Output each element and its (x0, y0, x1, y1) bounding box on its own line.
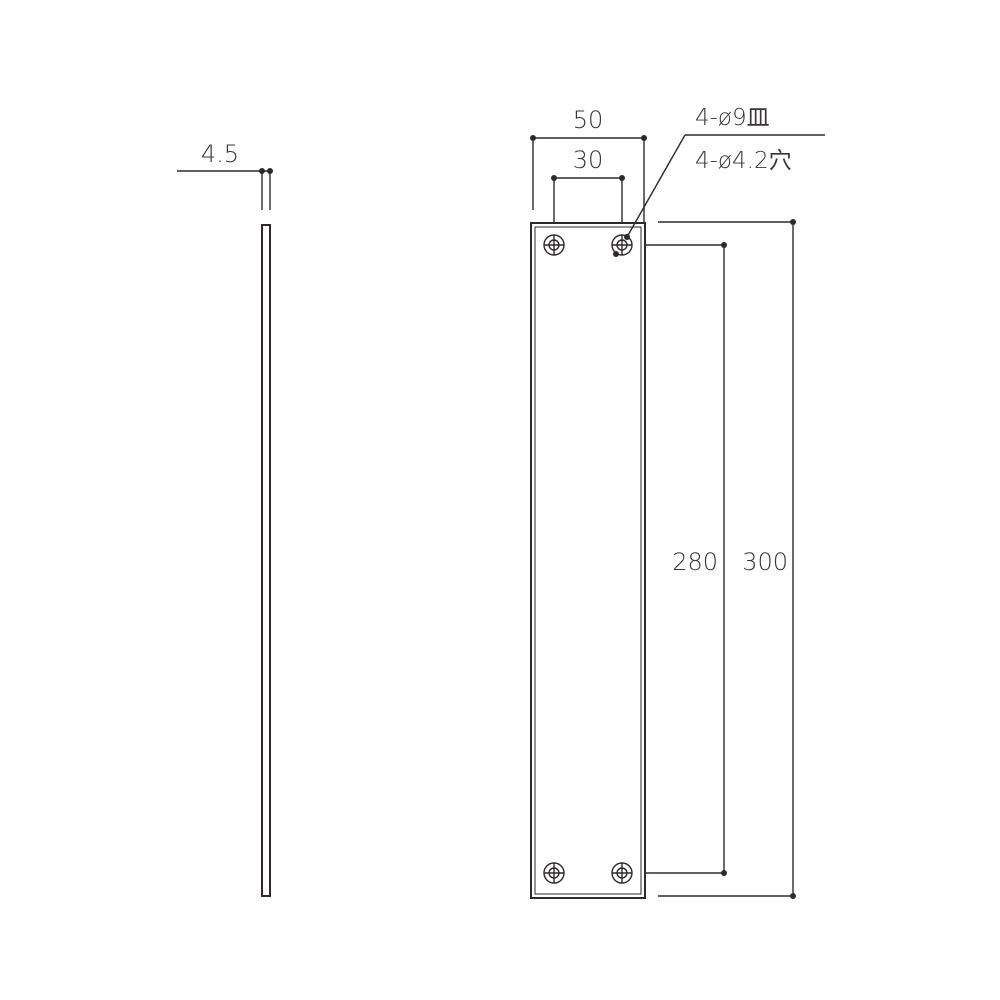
plate-side-profile (261, 224, 271, 897)
screw-hole-top-right (611, 234, 633, 256)
hole-pitch-width-label: 30 (573, 146, 604, 174)
hole-note-through-hole: 4-ø4.2穴 (695, 148, 792, 174)
hole-note-countersink: 4-ø9皿 (695, 105, 770, 131)
front-view (530, 134, 825, 899)
leader-line (626, 134, 686, 238)
screw-hole-bottom-right (611, 862, 633, 884)
plate-bevel (534, 226, 642, 895)
height-label: 300 (742, 548, 788, 576)
screw-hole-bottom-left (543, 862, 565, 884)
screw-hole-top-left (543, 234, 565, 256)
width-label: 50 (573, 106, 604, 134)
hole-pitch-height-label: 280 (672, 548, 718, 576)
thickness-label: 4.5 (201, 140, 239, 168)
plate-outline (530, 222, 646, 899)
side-view (177, 168, 273, 897)
